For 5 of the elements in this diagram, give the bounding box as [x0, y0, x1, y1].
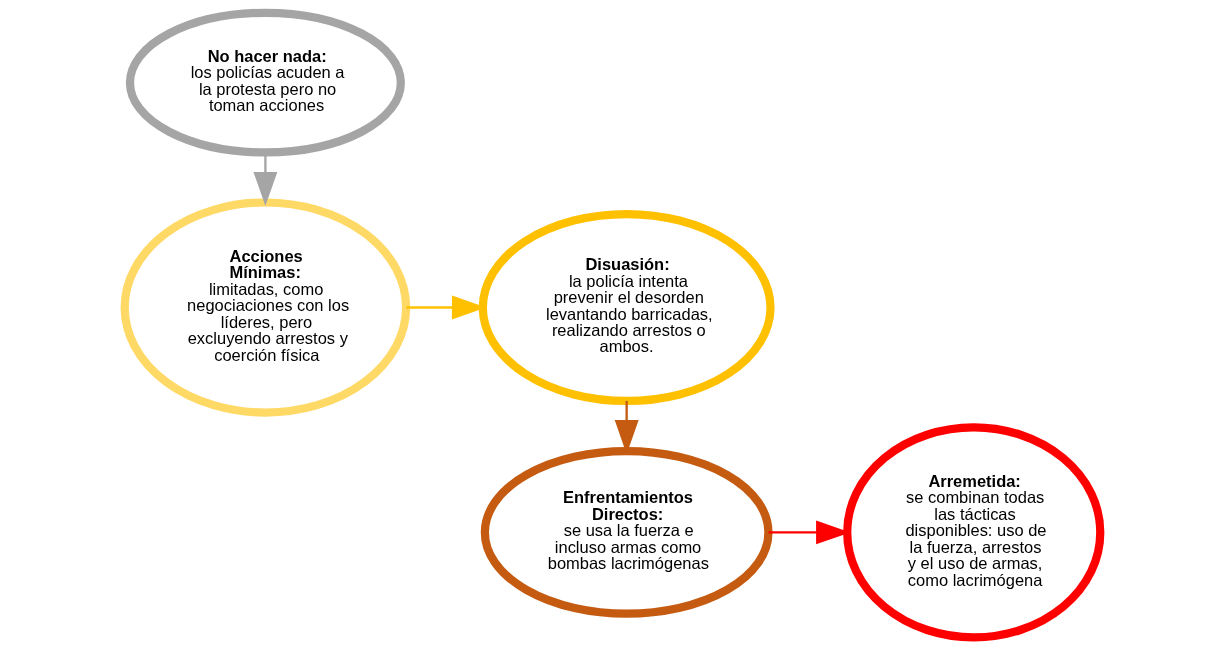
- node-ellipse: No hacer nada: los policías acuden a la protesta pero no toman acciones: [125, 8, 405, 157]
- node-ellipse: Acciones Mínimas: limitadas, como negociaciones con los líderes, pero excluyendo arrestos y coerción física: [120, 198, 410, 417]
- node-ellipse: Enfrentamientos Directos: se usa la fuerza e incluso armas como bombas lacrimógenas: [480, 446, 773, 618]
- node-ellipse: Disuasión: la policía intenta prevenir el desorden levantando barricadas, realizando arrestos o ambos.: [478, 209, 775, 406]
- node-ellipse: Arremetida: se combinan todas las tácticas disponibles: uso de la fuerza, arrestos y el uso de armas, como lacrimógena: [842, 423, 1104, 642]
